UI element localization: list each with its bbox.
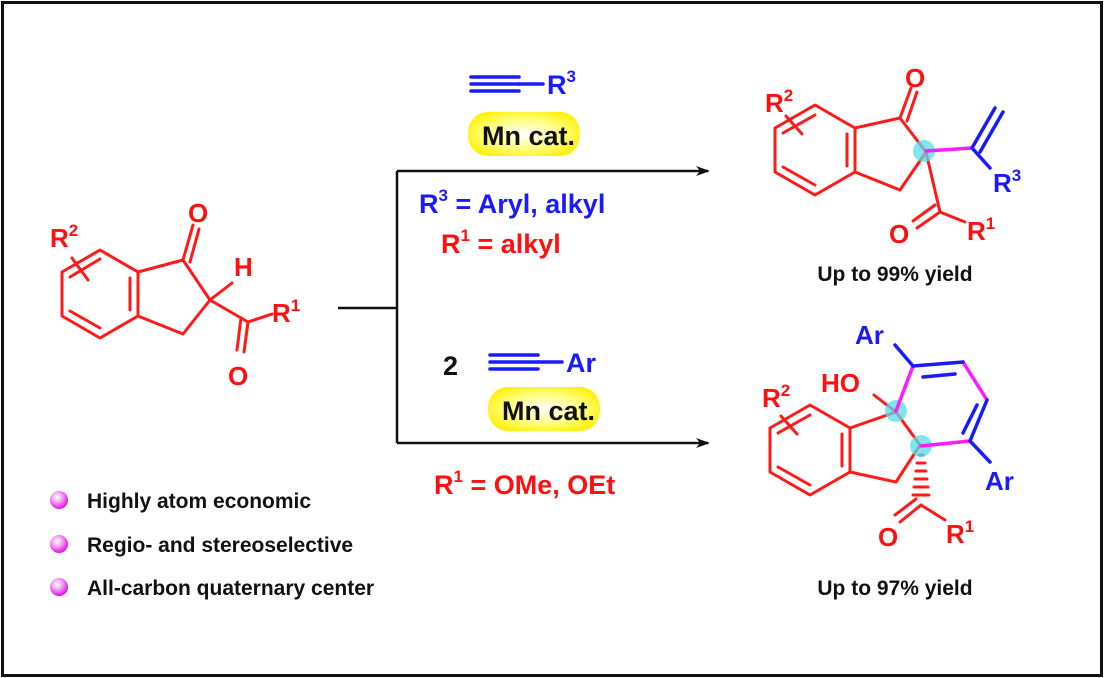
top-condition-r3: R3 = Aryl, alkyl — [419, 186, 605, 219]
bottom-product: Ar HO R2 Ar O R1 Up to 97% yield — [762, 320, 1014, 600]
feature-label: Highly atom economic — [87, 490, 311, 513]
bp-r2-label: R2 — [762, 381, 790, 413]
top-condition-r1: R1 = alkyl — [441, 226, 561, 259]
quaternary-center-highlight — [913, 140, 935, 162]
bottom-catalyst: Mn cat. — [502, 396, 595, 426]
top-alkyne-r3: R3 — [547, 67, 576, 100]
top-reagents: R3 Mn cat. R3 = Aryl, alkyl R1 = alkyl — [419, 67, 605, 259]
bottom-yield: Up to 97% yield — [817, 577, 972, 600]
diene-bonds — [893, 343, 992, 464]
feature-label: All-carbon quaternary center — [87, 577, 374, 600]
bp-ar-top: Ar — [855, 320, 884, 350]
feature-item: Highly atom economic — [50, 490, 311, 513]
top-product-bonds — [773, 86, 967, 230]
bp-r1-label: R1 — [946, 517, 974, 549]
top-product: R2 O R3 O R1 Up to 99% yield — [765, 63, 1021, 286]
vinyl-bonds — [970, 106, 1005, 170]
catalyst-highlight — [468, 112, 580, 156]
features-list: Highly atom economic Regio- and stereose… — [50, 490, 374, 600]
new-ring-bonds — [894, 360, 989, 448]
bp-acyl-o: O — [878, 522, 898, 552]
tp-acyl-o: O — [889, 219, 909, 249]
bp-ho-label: HO — [821, 368, 860, 398]
bullet-icon — [50, 491, 68, 509]
feature-item: All-carbon quaternary center — [50, 577, 374, 600]
bottom-condition-r1: R1 = OMe, OEt — [434, 467, 615, 500]
bottom-alkyne-ar: Ar — [566, 348, 596, 378]
bp-ar-right: Ar — [985, 466, 1014, 496]
top-yield: Up to 99% yield — [817, 263, 972, 286]
alkyne-icon — [469, 75, 545, 93]
feature-label: Regio- and stereoselective — [87, 534, 353, 557]
tp-ketone-o: O — [905, 63, 925, 93]
tp-r1-label: R1 — [967, 214, 995, 246]
new-cc-bond — [924, 146, 974, 153]
bottom-product-bonds — [768, 393, 947, 524]
alkyne-icon — [488, 353, 564, 371]
branching-arrows — [338, 166, 710, 448]
bullet-icon — [50, 535, 68, 553]
bullet-icon — [50, 578, 68, 596]
tp-r3-label: R3 — [993, 166, 1021, 198]
feature-item: Regio- and stereoselective — [50, 534, 353, 557]
catalyst-highlight — [488, 387, 600, 431]
sm-r1-label: R1 — [272, 296, 300, 328]
starting-material-bonds — [60, 223, 274, 354]
top-catalyst: Mn cat. — [482, 121, 575, 151]
sm-ketone-o: O — [188, 198, 208, 228]
bottom-reagents: 2 Ar Mn cat. R1 = OMe, OEt — [434, 348, 615, 500]
sm-h-label: H — [234, 252, 253, 282]
sm-r2-label: R2 — [50, 221, 78, 253]
starting-material: R2 O H R1 O — [50, 198, 300, 391]
bottom-alkyne-equiv: 2 — [443, 351, 458, 381]
sm-acyl-o: O — [228, 361, 248, 391]
tp-r2-label: R2 — [765, 86, 793, 118]
